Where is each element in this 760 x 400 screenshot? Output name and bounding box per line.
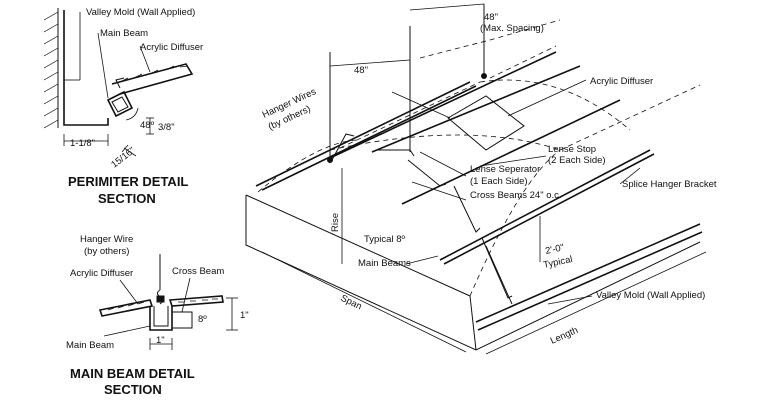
isometric-view: 48" (Max. Spacing) 48" Hanger Wires (by … bbox=[245, 3, 717, 355]
perimeter-title: PERIMITER DETAIL bbox=[68, 174, 188, 189]
label-acrylic-diffuser-2: Acrylic Diffuser bbox=[70, 268, 133, 279]
dim-1-1-8: 1-1/8" bbox=[70, 138, 95, 149]
main-beam-section bbox=[149, 306, 173, 331]
label-rise: Rise bbox=[330, 213, 341, 232]
diffuser-left bbox=[98, 299, 154, 317]
main-beam-detail: Hanger Wire (by others) Acrylic Diffuser… bbox=[66, 234, 249, 397]
label-max-spacing: (Max. Spacing) bbox=[480, 23, 544, 34]
mainbeam-title: MAIN BEAM DETAIL bbox=[70, 366, 195, 381]
perimeter-subtitle: SECTION bbox=[98, 191, 156, 206]
label-main-beam: Main Beam bbox=[100, 28, 148, 39]
label-acrylic-diffuser: Acrylic Diffuser bbox=[140, 42, 203, 53]
label-span: Span bbox=[339, 293, 364, 313]
label-2-0: 2'-0" bbox=[544, 242, 565, 257]
acrylic-diffuser-panel bbox=[447, 95, 525, 151]
cross-beams bbox=[331, 133, 513, 305]
diffuser-panel bbox=[111, 63, 194, 95]
label-angle-8: 8º bbox=[198, 314, 207, 325]
rear-arch bbox=[479, 79, 631, 131]
dim-48-deg: 48º bbox=[140, 120, 155, 131]
label-48-max: 48" bbox=[484, 12, 498, 23]
main-beams bbox=[255, 51, 703, 331]
base-block bbox=[245, 195, 701, 351]
label-lense-stop-2: (2 Each Side) bbox=[548, 155, 606, 166]
label-valley-mold-iso: Valley Mold (Wall Applied) bbox=[596, 290, 705, 301]
valley-mold-rail bbox=[475, 223, 701, 323]
main-beam-1 bbox=[255, 81, 471, 187]
label-lense-separator: Lense Seperator bbox=[470, 164, 540, 175]
label-typical-8: Typical 8º bbox=[364, 234, 405, 245]
mainbeam-subtitle: SECTION bbox=[104, 382, 162, 397]
main-beam-2 bbox=[329, 51, 557, 159]
main-beam-3 bbox=[371, 65, 581, 153]
wall-hatch bbox=[43, 11, 59, 129]
label-acrylic-diffuser-iso: Acrylic Diffuser bbox=[590, 76, 653, 87]
dim-3-8: 3/8" bbox=[158, 122, 175, 133]
label-splice-hanger: Splice Hanger Bracket bbox=[622, 179, 717, 190]
perimeter-detail: Valley Mold (Wall Applied) Main Beam Acr… bbox=[43, 7, 203, 206]
diffuser-right bbox=[168, 295, 224, 307]
main-beam-5 bbox=[439, 149, 651, 261]
label-valley-mold: Valley Mold (Wall Applied) bbox=[86, 7, 195, 18]
label-main-beam-2: Main Beam bbox=[66, 340, 114, 351]
label-length: Length bbox=[549, 325, 580, 347]
label-48-spacing: 48" bbox=[354, 65, 368, 76]
label-lense-separator-2: (1 Each Side) bbox=[470, 176, 528, 187]
label-hanger-wire-by-others: (by others) bbox=[84, 246, 129, 257]
label-cross-beams: Cross Beams 24" o.c. bbox=[470, 190, 562, 201]
valley-mold-shape bbox=[63, 10, 109, 126]
main-beam-profile bbox=[106, 90, 134, 118]
label-cross-beam: Cross Beam bbox=[172, 266, 224, 277]
label-main-beams: Main Beams bbox=[358, 258, 411, 269]
dim-1-inch-bottom: 1" bbox=[156, 335, 165, 346]
label-hanger-wire: Hanger Wire bbox=[80, 234, 133, 245]
label-lense-stop: Lense Stop bbox=[548, 144, 596, 155]
dim-1-inch-right: 1" bbox=[240, 310, 249, 321]
main-beam-4 bbox=[401, 99, 621, 205]
dim-15-16: 15/16" bbox=[109, 145, 137, 170]
cross-beam-section bbox=[172, 311, 193, 329]
